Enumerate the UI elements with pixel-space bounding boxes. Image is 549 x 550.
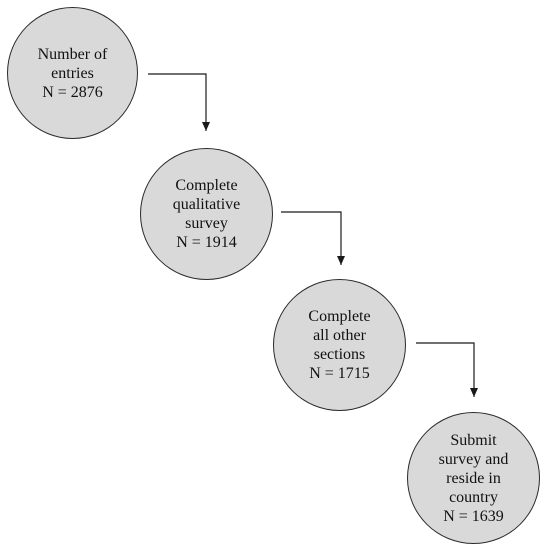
node-label-line: Number of	[37, 45, 108, 63]
node-label-line: country	[449, 488, 498, 506]
node-label-line: sections	[313, 346, 366, 363]
node-label-line: entries	[51, 64, 94, 82]
node-label-line: Complete	[308, 308, 371, 325]
connector-arrow-2-to-3	[281, 211, 345, 265]
node-count: N = 1914	[176, 234, 237, 251]
node-complete-qualitative-survey: Complete qualitative survey N = 1914	[140, 148, 273, 280]
connector-arrow-1-to-2	[148, 73, 210, 131]
node-submit-survey-reside-in-country: Submit survey and reside in country N = …	[407, 412, 540, 544]
connector-arrow-3-to-4	[416, 342, 478, 397]
node-label-line: Submit	[450, 431, 497, 449]
node-label-line: qualitative	[172, 196, 241, 213]
node-count: N = 2876	[42, 83, 103, 101]
node-label-line: Complete	[175, 177, 238, 194]
node-complete-all-other-sections: Complete all other sections N = 1715	[273, 279, 406, 411]
node-number-of-entries: Number of entries N = 2876	[7, 7, 138, 139]
node-label-line: reside in	[446, 469, 501, 487]
node-count: N = 1715	[309, 365, 370, 382]
node-label-line: survey and	[438, 450, 509, 468]
node-label-line: survey	[185, 215, 228, 232]
node-count: N = 1639	[443, 507, 504, 525]
node-label-line: all other	[313, 327, 366, 344]
